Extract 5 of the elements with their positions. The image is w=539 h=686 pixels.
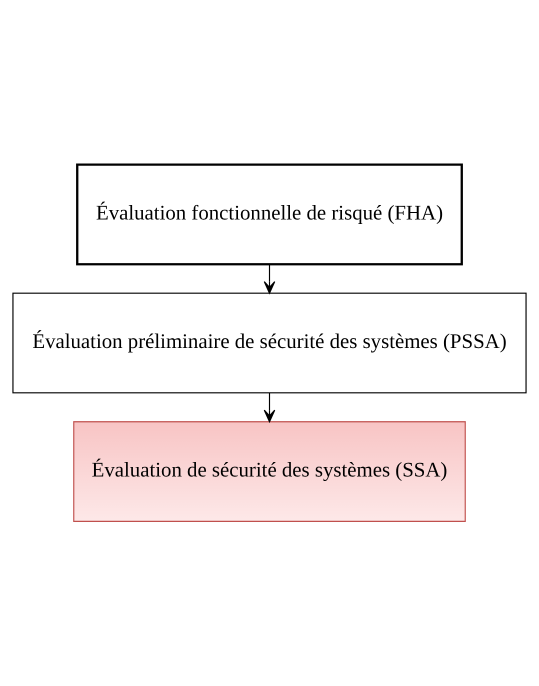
arrow (264, 264, 276, 294)
node-box: Évaluation préliminaire de sécurité des systèmes (PSSA) (12, 292, 527, 394)
arrow (264, 392, 276, 422)
node-box: Évaluation fonctionnelle de risqué (FHA) (76, 163, 463, 266)
node-box: Évaluation de sécurité des systèmes (SSA) (73, 421, 466, 522)
